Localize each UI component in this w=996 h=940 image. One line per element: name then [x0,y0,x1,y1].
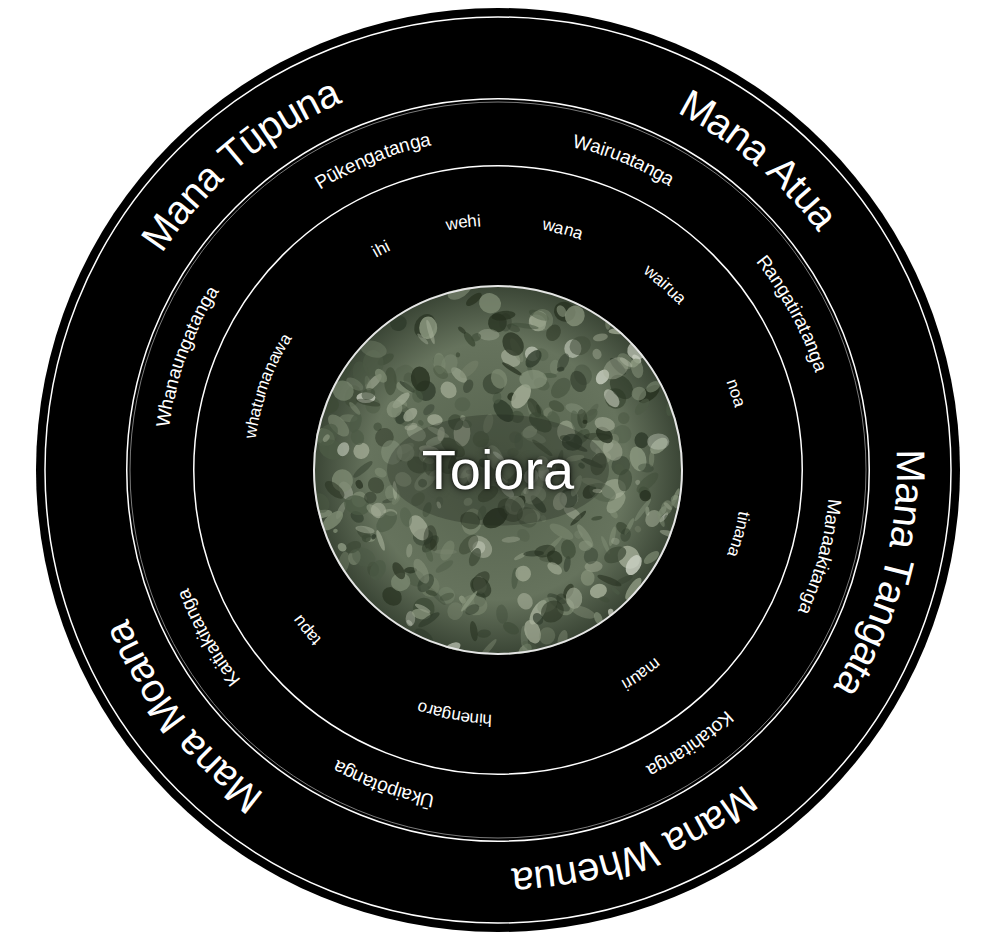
band-label: Manaakitanga [792,492,848,623]
band-label: wehi [439,208,491,237]
band-label: hinengaro [410,696,501,733]
ring-line [130,102,866,838]
ring-line [45,17,951,923]
letter: W [153,408,175,429]
centre-label: Toiora [422,439,575,501]
band-label: wana [536,212,590,245]
band-label: wairua [638,259,693,311]
letter: a [890,481,931,505]
inner-band: ihi wehi wana wairua noa tinana mauri hinengaro… [193,165,803,775]
centre-circle: Toiora [313,285,683,655]
band-label: mauri [612,654,665,698]
letter: M [824,498,845,516]
letter: M [891,449,931,483]
band-label: noa [720,371,751,415]
letter: h [467,212,478,230]
outer-disc [36,8,960,932]
ring-disc [194,166,803,775]
moss-photo [308,275,686,661]
band-label: tinana [721,502,756,565]
band-label: whatumanawa [238,327,297,445]
letter: h [482,711,492,728]
centre-outline [314,286,682,654]
letter: a [511,862,536,903]
outer-band: Mana TūpunaMana AtuaMana TangataMana Whe… [36,8,960,932]
band-label: tapu [286,609,328,654]
letter: i [476,212,481,229]
ring-disc [127,99,870,842]
middle-band: PūkengatangaWairuatangaRangatiratangaMan… [126,98,870,842]
band-label: ihi [362,233,399,265]
